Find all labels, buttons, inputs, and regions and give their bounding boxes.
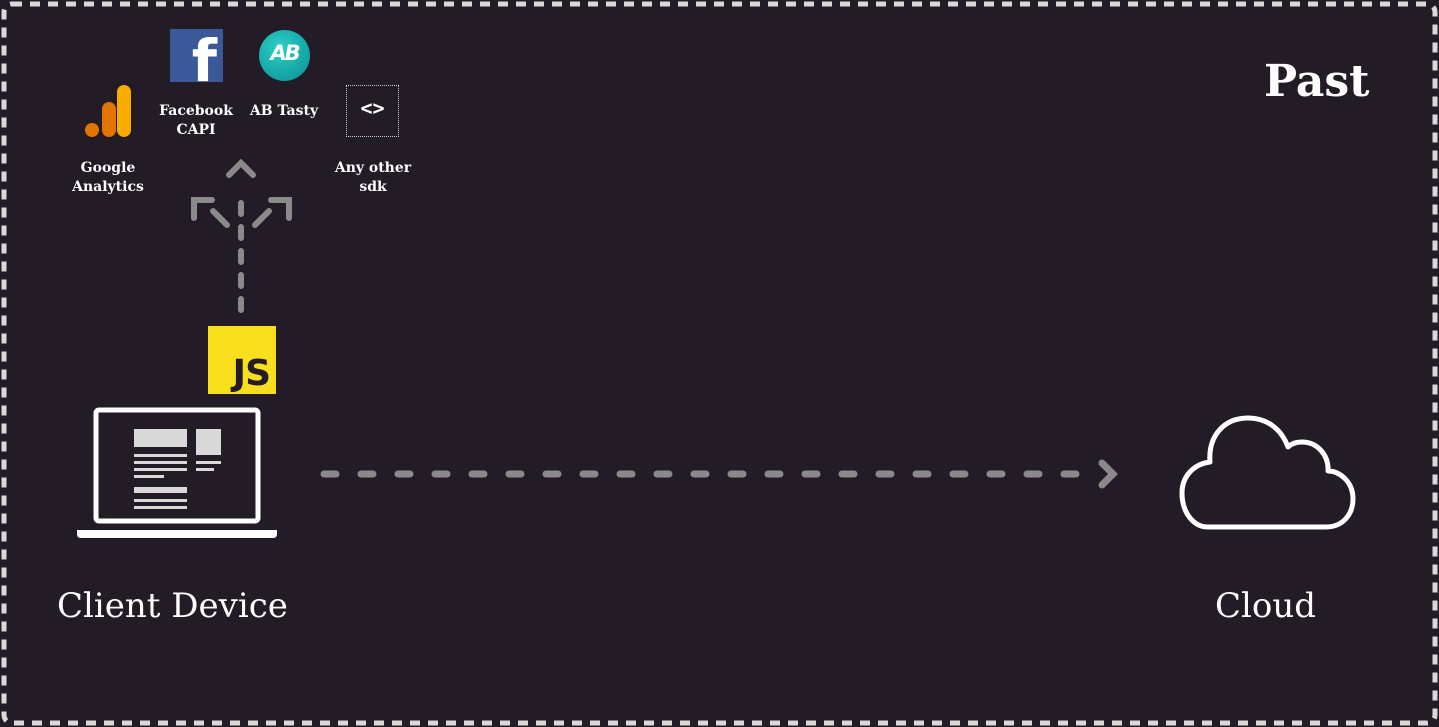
up-arrowhead (226, 158, 256, 178)
fan-out-arrows (191, 158, 292, 313)
facebook-capi-label: Facebook CAPI (146, 102, 246, 140)
code-icon: <> (346, 85, 399, 137)
google-analytics-label: Google Analytics (58, 159, 158, 197)
diagram-title: Past (1264, 56, 1370, 107)
any-other-sdk-label-line2: sdk (359, 179, 387, 195)
right-arrowhead (1098, 459, 1118, 489)
right-diagonal-dash (252, 208, 272, 228)
any-other-sdk-label-line1: Any other (334, 160, 412, 176)
client-device-label: Client Device (57, 586, 288, 626)
left-diagonal-dash (210, 208, 230, 228)
ab-tasty-icon: AB (259, 30, 310, 81)
javascript-icon: JS (208, 326, 276, 394)
facebook-icon: f (170, 29, 223, 82)
ab-tasty-label: AB Tasty (249, 103, 319, 119)
google-analytics-label-line2: Analytics (72, 179, 144, 195)
facebook-icon-glyph: f (191, 29, 217, 82)
any-other-sdk-label: Any other sdk (323, 159, 423, 197)
code-icon-glyph: <> (360, 96, 385, 120)
ab-tasty-icon-glyph: AB (270, 41, 300, 65)
facebook-capi-label-line2: CAPI (176, 122, 216, 138)
left-arrowhead (191, 197, 215, 221)
javascript-icon-label: JS (232, 353, 271, 394)
google-analytics-icon (85, 85, 131, 137)
right-arrowhead (268, 197, 292, 221)
laptop-icon (77, 407, 277, 538)
cloud-label: Cloud (1215, 586, 1317, 626)
device-to-cloud-arrow (320, 459, 1118, 489)
facebook-capi-label-line1: Facebook (159, 103, 233, 119)
cloud-icon (1179, 415, 1356, 530)
google-analytics-label-line1: Google (80, 160, 136, 176)
